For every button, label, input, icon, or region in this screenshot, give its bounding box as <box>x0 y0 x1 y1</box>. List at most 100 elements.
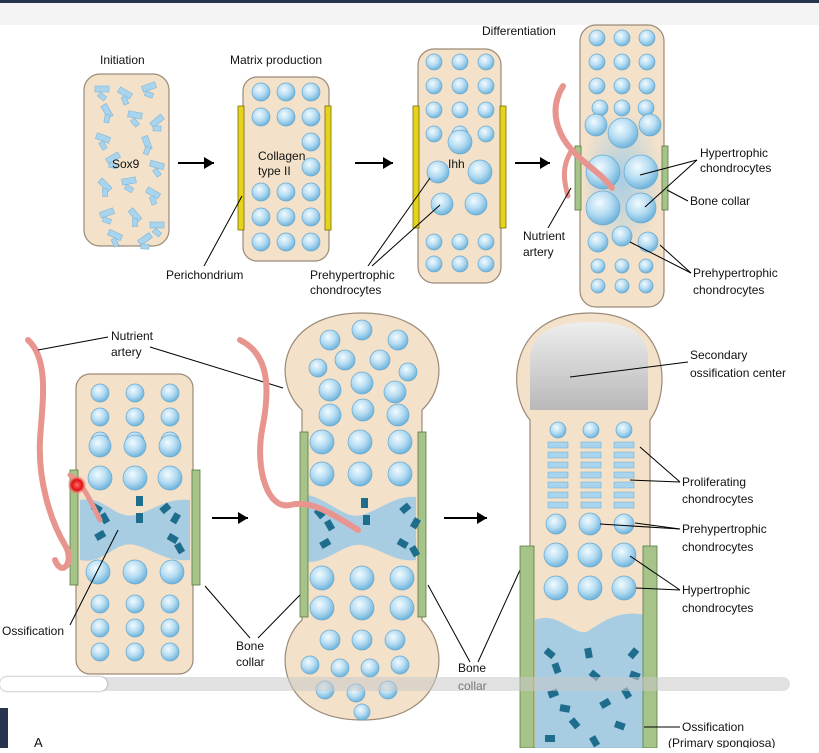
perichondrium-right <box>324 105 332 231</box>
epiphysis-rod <box>284 312 440 721</box>
differentiation-rod <box>574 24 669 308</box>
chondrocyte-cell <box>425 255 443 273</box>
chondrocyte-cell <box>425 125 443 143</box>
mesenchymal-cell <box>108 161 118 170</box>
chondrocyte-cell <box>157 465 183 491</box>
chondrocyte-cell <box>387 429 413 455</box>
chondrocyte-cell <box>301 132 321 152</box>
chondrocyte-cell <box>276 82 296 102</box>
proliferating-cell <box>580 441 602 449</box>
proliferating-cell <box>580 501 602 509</box>
chondrocyte-cell <box>615 421 633 439</box>
chondrocyte-cell <box>387 461 413 487</box>
chondrocyte-cell <box>334 349 356 371</box>
chondrocyte-cell <box>425 53 443 71</box>
chondrocyte-cell <box>613 29 631 47</box>
chondrocyte-cell <box>590 278 606 294</box>
chondrocyte-cell <box>614 258 630 274</box>
chondrocyte-cell <box>613 53 631 71</box>
chondrocyte-cell <box>90 618 110 638</box>
chondrocyte-cell <box>160 642 180 662</box>
proliferating-cell <box>613 501 635 509</box>
osteoblast-cell <box>174 542 186 555</box>
proliferating-cell <box>613 461 635 469</box>
chondrocyte-cell <box>477 101 495 119</box>
chondrocyte-cell <box>477 125 495 143</box>
mesenchymal-cell <box>144 90 154 99</box>
mesenchymal-cell <box>151 227 163 238</box>
proliferating-cell <box>547 441 569 449</box>
nutrient-artery-label-1: Nutrient <box>523 229 566 243</box>
stage-label-initiation: Initiation <box>100 53 145 67</box>
chondrocyte-cell <box>349 565 375 591</box>
bone-collar-label: Bone collar <box>690 194 750 208</box>
chondrocyte-cell <box>85 559 111 585</box>
chondrocyte-cell <box>588 29 606 47</box>
nutrient-artery-label-2: artery <box>523 245 554 259</box>
osteoblast-cell <box>94 529 107 541</box>
bone-collar-bl-left <box>69 469 79 586</box>
mesenchymal-cell <box>132 218 138 227</box>
bone-collar-bl-right <box>191 469 201 586</box>
mesenchymal-cell <box>123 183 135 194</box>
chondrocyte-cell <box>251 182 271 202</box>
chondrocyte-cell <box>577 575 603 601</box>
mesenchymal-cell <box>140 243 150 250</box>
chondrocyte-cell <box>623 154 659 190</box>
chondrocyte-cell <box>585 154 621 190</box>
osteoblast-cell <box>166 532 179 544</box>
osteoblast-cell <box>319 537 332 549</box>
chondrocyte-cell <box>591 99 609 117</box>
proliferating-label-2: chondrocytes <box>682 492 753 506</box>
chondrocyte-cell <box>390 655 410 675</box>
video-progress-fill[interactable] <box>0 677 107 691</box>
video-progress-bar[interactable] <box>0 677 790 691</box>
chondrocyte-cell <box>122 559 148 585</box>
nutrient-artery-bottom-left <box>25 337 72 571</box>
osteoblast-cell <box>584 647 593 659</box>
osteoblast-cell <box>409 545 421 558</box>
ossification-zone-1 <box>80 499 190 561</box>
osteoblast-cell <box>627 647 640 660</box>
chondrocyte-cell <box>451 77 469 95</box>
osteoblast-cell <box>559 704 571 713</box>
chondrocyte-cell <box>308 358 328 378</box>
chondrocyte-cell <box>349 595 375 621</box>
mesenchymal-cell <box>149 113 165 129</box>
mesenchymal-cell <box>120 95 130 106</box>
chondrocyte-cell <box>347 429 373 455</box>
chondrocyte-cell <box>87 465 113 491</box>
chondrocyte-cell <box>301 157 321 177</box>
bone-collar-top-left <box>574 145 582 211</box>
chondrocyte-cell <box>351 319 373 341</box>
osteoblast-cell <box>599 697 612 709</box>
chondrocyte-cell <box>330 658 350 678</box>
osteoblast-cell <box>409 517 421 530</box>
panel-letter: A <box>34 735 43 750</box>
chondrocyte-cell <box>477 53 495 71</box>
chondrocyte-cell <box>384 629 406 651</box>
mesenchymal-cell <box>121 176 137 186</box>
chondrocyte-cell <box>637 231 659 253</box>
chondrocyte-cell <box>613 513 635 535</box>
mesenchymal-cell <box>106 228 124 242</box>
chondrocyte-cell <box>588 53 606 71</box>
proliferating-cell <box>547 491 569 499</box>
chondrocyte-cell <box>588 77 606 95</box>
chondrocyte-cell <box>464 192 488 216</box>
chondrocyte-cell <box>638 77 656 95</box>
chondrocyte-cell <box>301 182 321 202</box>
secondary-label-2: ossification center <box>690 366 786 380</box>
chondrocyte-cell <box>160 383 180 403</box>
mesenchymal-cell <box>110 237 120 248</box>
chondrocyte-cell <box>584 113 608 137</box>
chondrocyte-cell <box>309 429 335 455</box>
hyper-bottom-label-2: chondrocytes <box>682 601 753 615</box>
osteoblast-cell <box>396 537 409 549</box>
bone-collar-top-right <box>661 145 669 211</box>
mesenchymal-cell <box>127 207 143 223</box>
chondrocyte-cell <box>611 542 637 568</box>
chondrocyte-cell <box>276 182 296 202</box>
prehyper-bottom-label-1: Prehypertrophic <box>682 522 767 536</box>
